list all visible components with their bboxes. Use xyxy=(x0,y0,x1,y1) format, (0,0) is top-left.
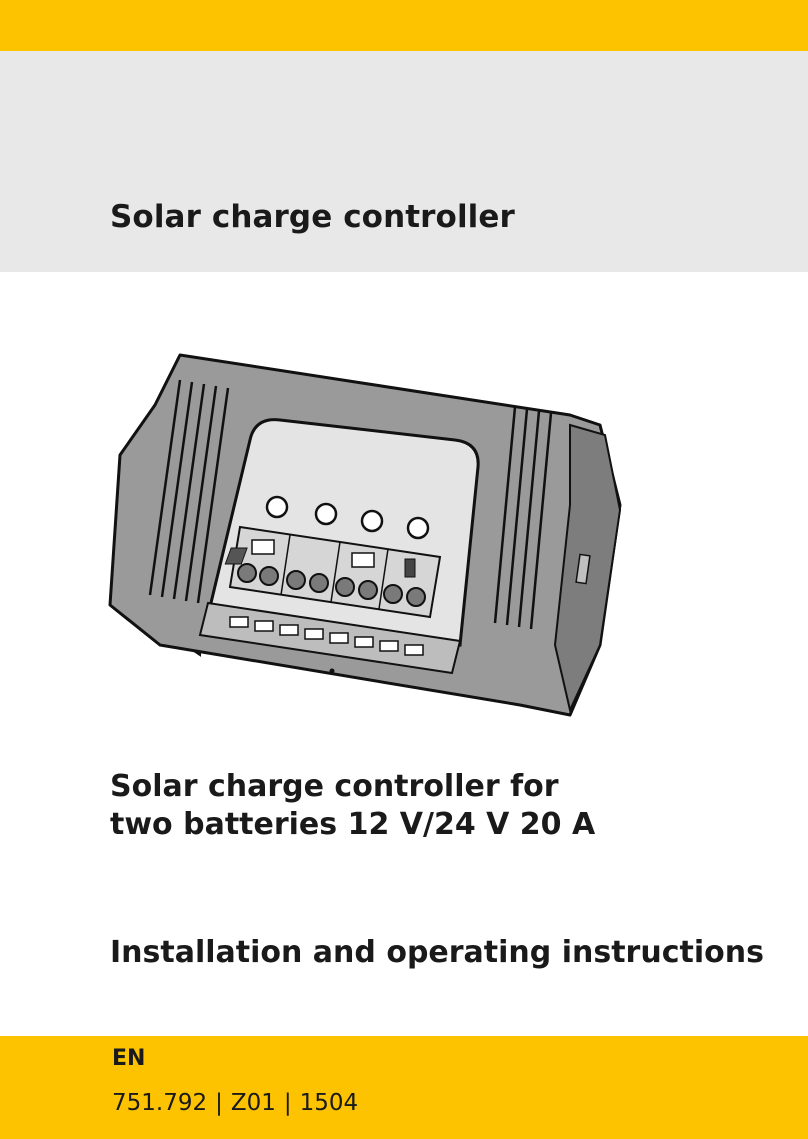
page-title: Solar charge controller xyxy=(110,199,515,235)
subtitle-line-2: two batteries 12 V/24 V 20 A xyxy=(110,807,596,842)
document-reference: 751.792 | Z01 | 1504 xyxy=(112,1090,358,1116)
language-code: EN xyxy=(112,1046,146,1071)
subtitle-line-1: Solar charge controller for xyxy=(110,769,559,804)
footer-band xyxy=(0,1036,808,1139)
top-accent-band xyxy=(0,0,808,51)
product-subtitle: Solar charge controller for two batterie… xyxy=(110,768,595,844)
date-code: 1504 xyxy=(299,1090,359,1116)
revision-code: Z01 xyxy=(230,1090,276,1116)
charge-controller-illustration xyxy=(108,353,622,717)
separator: | xyxy=(215,1090,223,1116)
separator: | xyxy=(283,1090,292,1116)
document-type: Installation and operating instructions xyxy=(110,935,764,970)
article-number: 751.792 xyxy=(112,1090,208,1116)
title-band xyxy=(0,51,808,272)
